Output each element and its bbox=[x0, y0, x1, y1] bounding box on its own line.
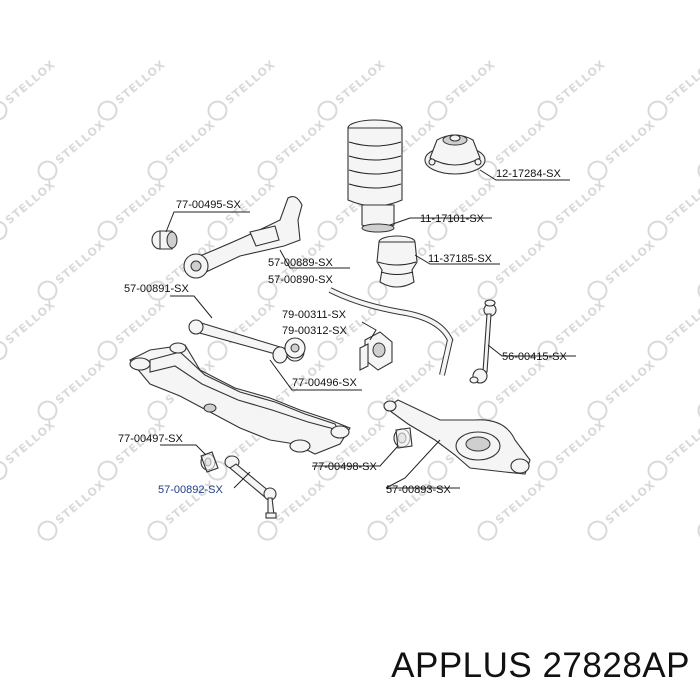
bushing-77-00498 bbox=[393, 427, 413, 449]
label-79-00311: 79-00311-SX bbox=[282, 309, 347, 321]
label-77-00497: 77-00497-SX bbox=[118, 433, 183, 445]
footer-part-number: APPLUS 27828AP bbox=[391, 646, 690, 685]
upper-arm-part bbox=[183, 196, 303, 279]
bushing-77-00496 bbox=[272, 337, 306, 364]
stabilizer-link-part bbox=[469, 299, 497, 384]
stabilizer-bar-part bbox=[328, 287, 454, 376]
label-12-17284: 12-17284-SX bbox=[496, 168, 561, 180]
label-57-00891: 57-00891-SX bbox=[124, 283, 189, 295]
bushing-77-00497 bbox=[200, 451, 219, 473]
label-77-00496: 77-00496-SX bbox=[292, 377, 357, 389]
top-mount-part bbox=[424, 134, 486, 175]
dust-boot-part bbox=[347, 119, 403, 233]
bushing-77-00495 bbox=[151, 230, 178, 250]
label-77-00498: 77-00498-SX bbox=[312, 461, 377, 473]
label-57-00893: 57-00893-SX bbox=[386, 484, 451, 496]
label-57-00892: 57-00892-SX bbox=[158, 484, 223, 496]
label-56-00415: 56-00415-SX bbox=[502, 351, 567, 363]
toe-link-part bbox=[224, 455, 277, 519]
label-79-00312: 79-00312-SX bbox=[282, 325, 347, 337]
stabilizer-bushing bbox=[359, 331, 393, 371]
lower-control-arm-part bbox=[383, 399, 531, 475]
label-11-37185: 11-37185-SX bbox=[428, 253, 493, 265]
label-57-00889: 57-00889-SX bbox=[268, 257, 333, 269]
label-77-00495: 77-00495-SX bbox=[176, 199, 241, 211]
label-57-00890: 57-00890-SX bbox=[268, 274, 333, 286]
rear-subframe-part bbox=[129, 342, 351, 455]
label-11-17101: 11-17101-SX bbox=[420, 213, 485, 225]
bump-stop-part bbox=[376, 235, 418, 288]
